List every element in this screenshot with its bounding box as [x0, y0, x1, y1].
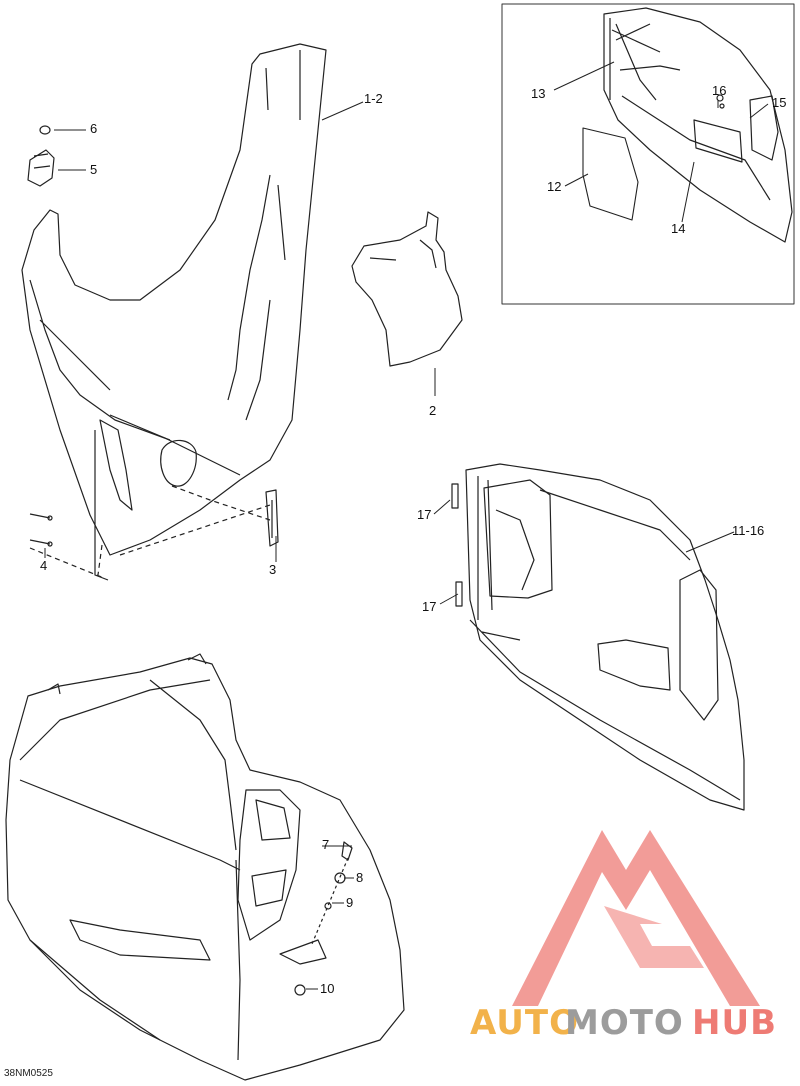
inset-box: [501, 3, 795, 305]
callout-9: 9: [346, 895, 354, 910]
callout-1-2: 1-2: [364, 91, 383, 106]
part-4-screws: [29, 513, 51, 545]
callout-14: 14: [671, 221, 686, 236]
part-7-screw: [341, 841, 353, 861]
illustration-code: 38NM0525: [4, 1068, 53, 1079]
callout-15: 15: [772, 95, 787, 110]
callout-17-top: 17: [417, 507, 432, 522]
callout-5: 5: [90, 162, 98, 177]
callout-4: 4: [40, 558, 48, 573]
part-2-liner: [351, 211, 463, 367]
part-10-nut: [294, 984, 306, 996]
hardware-parts: [27, 125, 279, 579]
callout-8: 8: [356, 870, 364, 885]
callout-17-bottom: 17: [422, 599, 437, 614]
callout-3: 3: [269, 562, 277, 577]
watermark-text-hub: HUB: [692, 1003, 777, 1043]
callout-11-16: 11-16: [732, 523, 765, 538]
callout-16: 16: [712, 83, 727, 98]
watermark-text-moto: MOTO: [565, 1003, 684, 1043]
leader-lines: [44, 61, 769, 990]
callout-10: 10: [320, 981, 335, 996]
callout-7: 7: [322, 837, 330, 852]
callout-13: 13: [531, 86, 546, 101]
part-11-16-side-panel: [451, 463, 745, 811]
callout-12: 12: [547, 179, 562, 194]
callout-6: 6: [90, 121, 98, 136]
part-12-panel: [582, 127, 639, 221]
callout-2: 2: [429, 403, 437, 418]
bottom-shell: [5, 653, 405, 1081]
part-5-clip: [27, 149, 55, 187]
part-9-washer: [324, 902, 332, 910]
part-3-bracket: [265, 489, 279, 547]
part-17-strip-bottom: [455, 581, 463, 607]
part-16-fastener: [716, 94, 724, 102]
part-6-washer: [39, 125, 51, 135]
part-17-strip-top: [451, 483, 459, 509]
watermark-logo: [512, 830, 760, 1006]
watermark-text-auto: AUTO: [470, 1003, 579, 1043]
part-1-2-front-panel: [21, 43, 327, 581]
part-8-nut: [334, 872, 346, 884]
